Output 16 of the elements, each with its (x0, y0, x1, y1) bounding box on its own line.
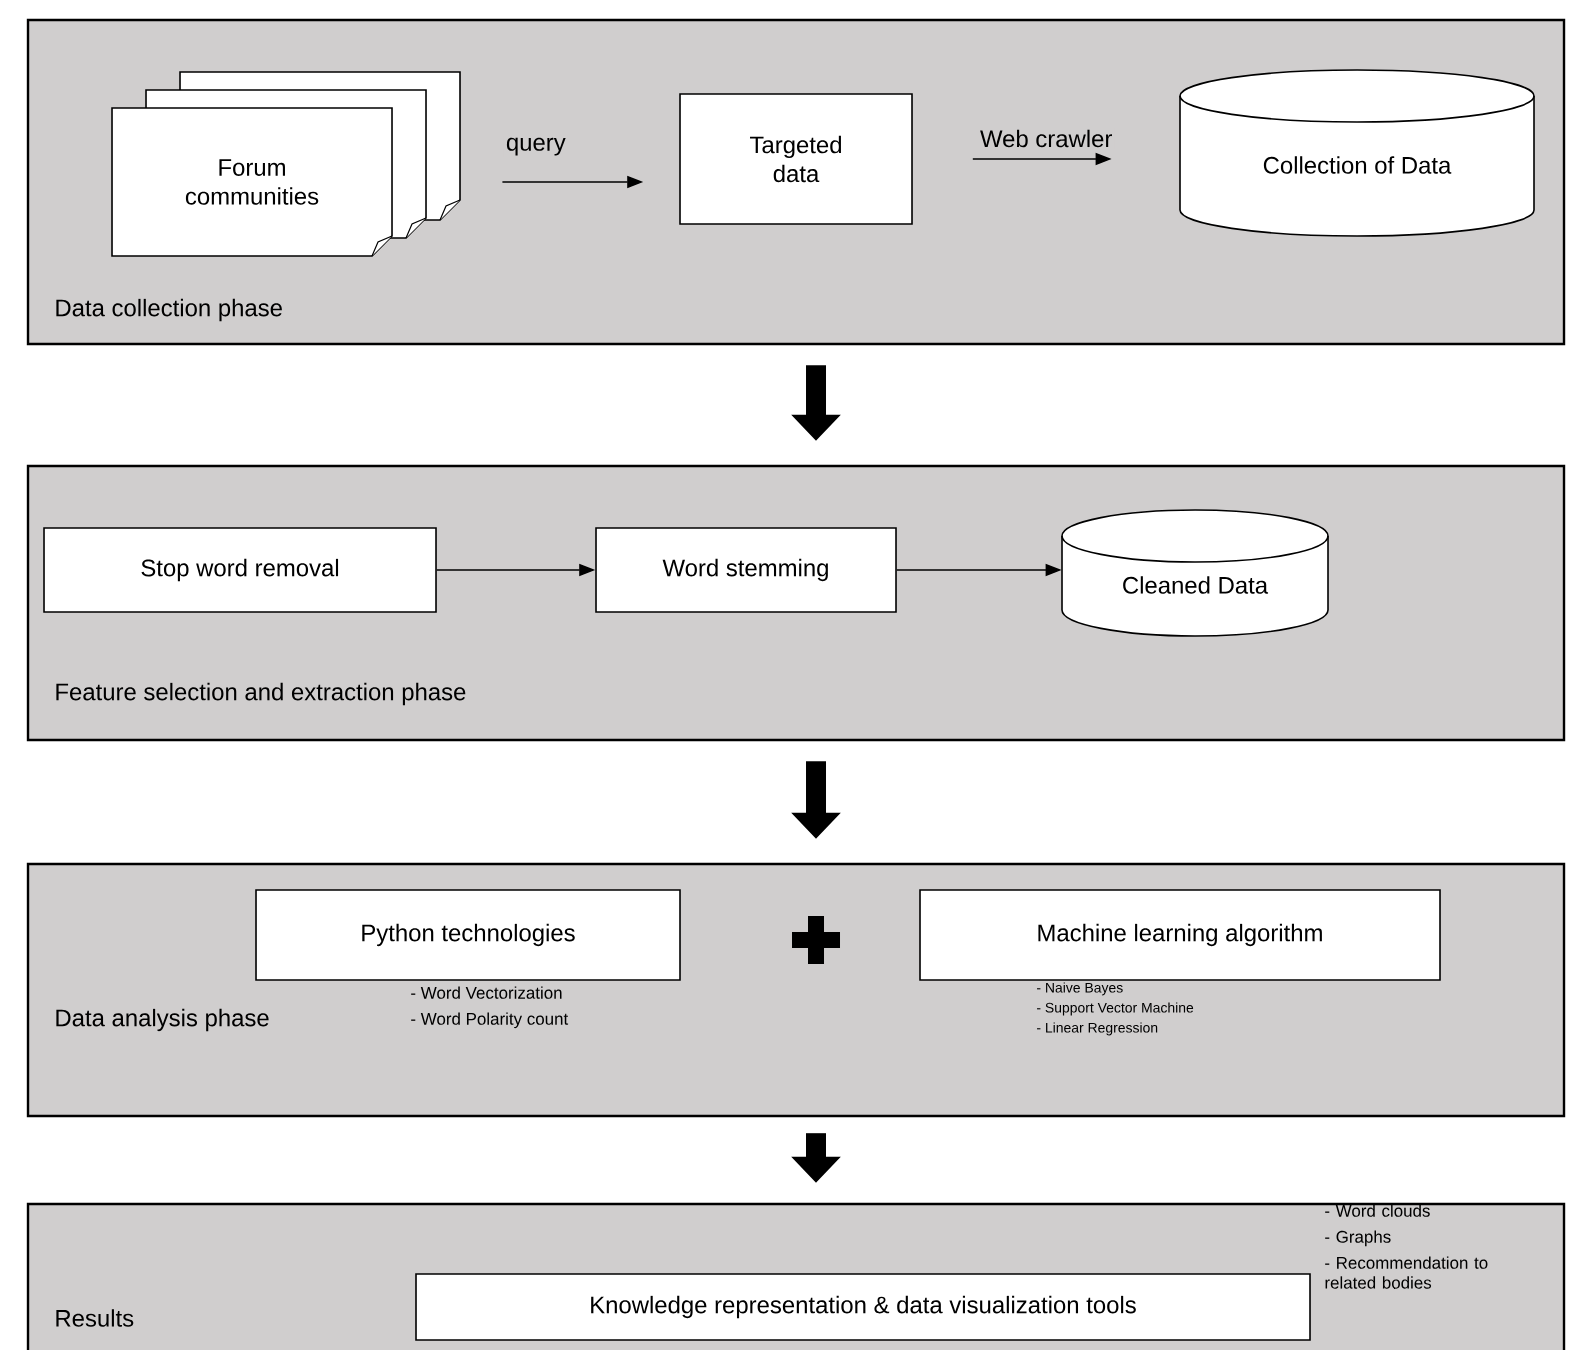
edge-label: Web crawler (980, 129, 1112, 148)
document-stack: Forum communities (111, 71, 461, 257)
bullet-note: - Word clouds (1325, 1204, 1430, 1217)
process-box: Word stemming (595, 527, 897, 613)
process-box: Stop word removal (43, 527, 437, 613)
database-cylinder: Collection of Data (1179, 69, 1535, 237)
database-cylinder: Cleaned Data (1061, 509, 1329, 637)
process-box: Python technologies (255, 889, 681, 981)
bullet-note: - Recommendation to related bodies (1325, 1256, 1488, 1289)
process-box: Machine learning algorithm (919, 889, 1441, 981)
bullet-note: - Graphs (1325, 1230, 1391, 1247)
bullet-note: - Word Polarity count (411, 1012, 569, 1029)
edge-label: query (506, 137, 566, 156)
bullet-note: - Word Vectorization (411, 986, 562, 999)
process-box: Knowledge representation & data visualization tools (415, 1273, 1311, 1341)
process-box: Targeted data (679, 93, 913, 225)
